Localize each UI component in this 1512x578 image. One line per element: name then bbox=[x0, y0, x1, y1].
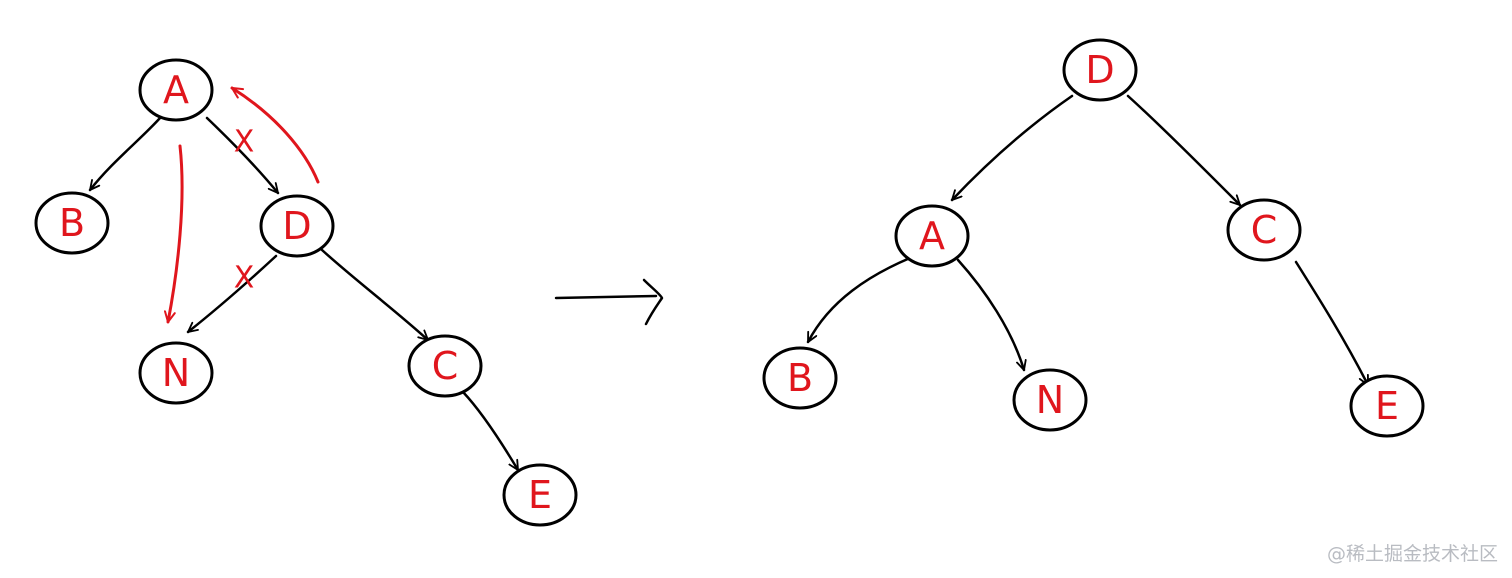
cross-mark-a-d: X bbox=[234, 125, 255, 160]
red-arrow-a-to-n bbox=[168, 144, 184, 322]
edge-d-a bbox=[952, 94, 1074, 200]
node-label: D bbox=[1085, 48, 1114, 92]
node-label: C bbox=[1251, 208, 1278, 252]
edge-a-b bbox=[806, 256, 912, 342]
node-label: B bbox=[787, 356, 813, 400]
node-before-c: C bbox=[407, 334, 483, 398]
after-tree: D A C B N E bbox=[762, 38, 1425, 438]
node-before-e: E bbox=[502, 463, 578, 527]
node-label: E bbox=[1375, 384, 1399, 428]
node-label: A bbox=[919, 214, 945, 258]
transform-arrow bbox=[554, 294, 658, 300]
node-label: N bbox=[1036, 378, 1064, 422]
node-before-a: A bbox=[138, 58, 214, 122]
edge-c-e bbox=[461, 390, 520, 470]
cross-mark-d-n: X bbox=[234, 261, 255, 296]
node-before-d: D bbox=[259, 194, 335, 258]
node-label: C bbox=[432, 344, 459, 388]
node-before-b: B bbox=[34, 191, 110, 255]
node-label: D bbox=[282, 204, 311, 248]
node-label: B bbox=[59, 201, 85, 245]
node-after-d: D bbox=[1062, 38, 1138, 102]
node-before-n: N bbox=[138, 341, 214, 405]
node-after-c: C bbox=[1226, 198, 1302, 262]
edge-d-c bbox=[1126, 94, 1240, 205]
node-label: E bbox=[528, 473, 552, 517]
transform-arrow-head bbox=[642, 278, 664, 326]
edge-a-b bbox=[90, 116, 162, 190]
watermark: @稀土掘金技术社区 bbox=[1326, 543, 1498, 565]
edge-a-n bbox=[956, 258, 1024, 370]
node-after-b: B bbox=[762, 346, 838, 410]
node-label: A bbox=[163, 68, 189, 112]
node-after-n: N bbox=[1012, 368, 1088, 432]
edge-d-c bbox=[320, 248, 428, 340]
edge-a-d-crossed bbox=[205, 116, 278, 193]
node-after-e: E bbox=[1349, 374, 1425, 438]
edge-d-n-crossed bbox=[188, 254, 278, 332]
node-after-a: A bbox=[894, 204, 970, 268]
red-arrow-d-to-a bbox=[232, 86, 320, 184]
edge-c-e bbox=[1294, 260, 1370, 385]
before-tree: X X A B D N C E bbox=[34, 58, 578, 527]
node-label: N bbox=[162, 351, 190, 395]
